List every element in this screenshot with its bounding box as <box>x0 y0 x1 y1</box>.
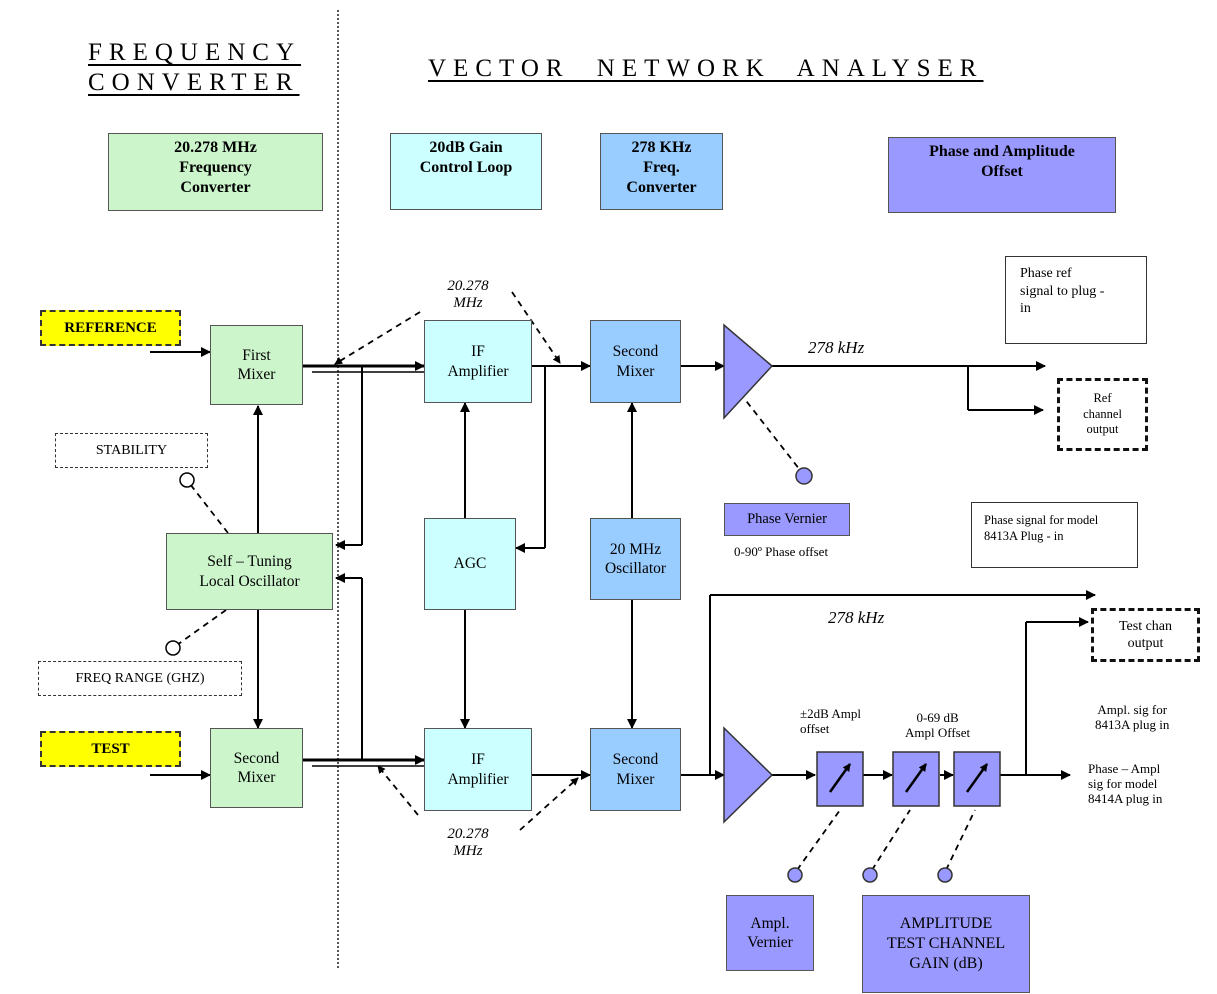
attenuator-gain <box>953 751 1001 807</box>
ampl-offset-2db-label: ±2dB Ampl offset <box>800 706 861 736</box>
legend-khz-converter: 278 KHz Freq. Converter <box>600 133 723 210</box>
oscillator-20mhz-block: 20 MHz Oscillator <box>590 518 681 600</box>
stability-knob <box>179 472 195 488</box>
if-frequency-top-unit: MHz <box>453 295 483 312</box>
test-input-label: TEST <box>40 731 181 767</box>
if-amplifier-top-block: IF Amplifier <box>424 320 532 403</box>
stability-control-label: STABILITY <box>55 433 208 468</box>
freq-range-knob <box>165 640 181 656</box>
ref-amplifier-triangle <box>723 323 774 420</box>
phase-offset-note: 0-90º Phase offset <box>734 544 829 559</box>
if-frequency-bottom-value: 20.278 <box>447 826 489 842</box>
attenuator-69db <box>892 751 940 807</box>
test-chan-output: Test chan output <box>1091 608 1200 662</box>
if-frequency-top-label: 20.278 MHz <box>444 278 492 313</box>
first-mixer-block: First Mixer <box>210 325 303 405</box>
ampl-sig-output: Ampl. sig for 8413A plug in <box>1095 702 1170 732</box>
phase-vernier-knob <box>795 467 813 485</box>
phase-vernier-control: Phase Vernier <box>724 503 850 536</box>
legend-freq-converter: 20.278 MHz Frequency Converter <box>108 133 323 211</box>
phase-ampl-output: Phase – Ampl sig for model 8414A plug in <box>1088 761 1163 806</box>
amplitude-gain-control: AMPLITUDE TEST CHANNEL GAIN (dB) <box>862 895 1030 993</box>
attenuator-2db <box>816 751 864 807</box>
reference-input-label: REFERENCE <box>40 310 181 346</box>
second-mixer-left-block: Second Mixer <box>210 728 303 808</box>
second-mixer-bottom-block: Second Mixer <box>590 728 681 811</box>
legend-gain-control: 20dB Gain Control Loop <box>390 133 542 210</box>
ref-channel-output: Ref channel output <box>1057 378 1148 451</box>
local-oscillator-block: Self – Tuning Local Oscillator <box>166 533 333 610</box>
ampl-vernier-knob <box>787 867 803 883</box>
if-frequency-bottom-label: 20.278 MHz <box>444 826 492 861</box>
frequency-converter-heading-line2: CONVERTER <box>88 69 300 96</box>
khz-top-label: 278 kHz <box>808 338 865 357</box>
test-amplifier-triangle <box>723 726 774 824</box>
legend-phase-amplitude: Phase and Amplitude Offset <box>888 137 1116 213</box>
channel-gain-knob <box>937 867 953 883</box>
second-mixer-top-block: Second Mixer <box>590 320 681 403</box>
ampl-offset-69db-label: 0-69 dB Ampl Offset <box>905 710 971 740</box>
frequency-converter-heading: FREQUENCY CONVERTER <box>88 38 301 98</box>
frequency-converter-heading-line1: FREQUENCY <box>88 39 302 66</box>
khz-bottom-label: 278 kHz <box>828 608 885 627</box>
agc-block: AGC <box>424 518 516 610</box>
freq-range-control-label: FREQ RANGE (GHZ) <box>38 661 242 696</box>
if-amplifier-bottom-block: IF Amplifier <box>424 728 532 811</box>
ampl-offset-knob <box>862 867 878 883</box>
if-frequency-top-value: 20.278 <box>447 278 489 294</box>
vector-network-analyser-heading: VECTOR NETWORK ANALYSER <box>428 55 984 82</box>
if-frequency-bottom-unit: MHz <box>453 843 483 860</box>
phase-signal-output: Phase signal for model 8413A Plug - in <box>971 502 1138 568</box>
ampl-vernier-control: Ampl. Vernier <box>726 895 814 971</box>
phase-ref-output: Phase ref signal to plug - in <box>1005 256 1147 344</box>
